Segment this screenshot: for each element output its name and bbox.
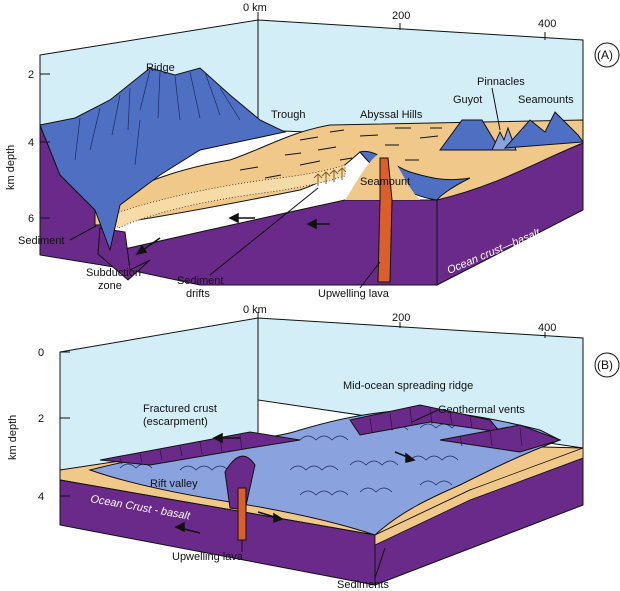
label-fractured-crust-2: (escarpment)	[143, 416, 208, 428]
panel-a-y-tick-4: 4	[28, 137, 34, 149]
panel-a-y-tick-2: 2	[28, 69, 34, 81]
panel-a-y-axis-title: km depth	[5, 145, 17, 190]
panel-b-escarpment-far	[439, 424, 562, 453]
panel-a-ridge-texture	[74, 69, 241, 166]
panel-b-x-tick-400: 400	[538, 322, 556, 334]
panel-a-label: (A)	[597, 48, 613, 62]
panel-b-x-tick-200: 200	[392, 312, 410, 324]
label-subduction-1: Subduction	[86, 267, 141, 279]
panel-b-sediment-strip-side	[374, 447, 584, 546]
panel-b-y-tick-4: 4	[38, 491, 44, 503]
label-sediment: Sediment	[18, 235, 64, 247]
panel-b: 0 km 200 400 0 2 4 km depth (B) Mid-ocea…	[7, 304, 620, 591]
panel-b-label: (B)	[597, 358, 613, 372]
label-upwelling-lava-b: Upwelling lava	[172, 551, 244, 563]
panel-b-motion-arrows	[174, 432, 416, 534]
panel-b-label-circle	[594, 352, 620, 378]
panel-a-label-circle	[594, 42, 620, 68]
panel-a-leader-lines	[69, 87, 501, 289]
panel-b-escarpment-left	[99, 431, 301, 466]
panel-a-lava-dyke	[377, 157, 393, 283]
label-trough: Trough	[271, 109, 305, 121]
panel-b-axes	[60, 312, 546, 497]
label-pinnacles: Pinnacles	[477, 76, 525, 88]
label-upwelling-lava-a: Upwelling lava	[318, 288, 390, 300]
label-abyssal-hills: Abyssal Hills	[360, 109, 423, 121]
label-fractured-crust-1: Fractured crust	[143, 403, 217, 415]
label-mid-ocean-ridge: Mid-ocean spreading ridge	[343, 380, 473, 392]
panel-a-ridge	[39, 67, 287, 252]
panel-a-sediment-drift-marks	[313, 167, 347, 186]
panel-b-rift-valley	[224, 455, 256, 511]
panel-a-x-tick-400: 400	[538, 18, 556, 30]
label-geothermal-vents: Geothermal vents	[438, 404, 525, 416]
panel-a: 0 km 200 400 2 4 6 km depth (A) Ridge Tr…	[5, 2, 620, 300]
panel-a-abyssal-hill-marks	[239, 127, 442, 179]
label-sediment-drifts-2: drifts	[186, 288, 210, 300]
panel-a-y-tick-6: 6	[28, 213, 34, 225]
panel-a-x-tick-0: 0 km	[243, 2, 267, 14]
label-seamounts: Seamounts	[518, 94, 574, 106]
label-ridge: Ridge	[146, 62, 175, 74]
panel-b-lava-dyke	[237, 487, 247, 541]
panel-b-leader-lines	[241, 409, 439, 579]
panel-a-guyot	[439, 119, 501, 151]
panel-b-y-tick-2: 2	[38, 413, 44, 425]
label-guyot: Guyot	[453, 94, 482, 106]
label-sediment-drifts-1: Sediment	[177, 275, 223, 287]
panel-b-y-tick-0: 0	[38, 347, 44, 359]
panel-a-axes	[40, 12, 546, 219]
panel-a-seamounts	[503, 111, 584, 149]
panel-a-x-tick-200: 200	[392, 10, 410, 22]
label-sediments: Sediments	[337, 579, 389, 591]
panel-a-motion-arrows	[135, 212, 330, 256]
label-subduction-2: zone	[98, 280, 122, 292]
panel-b-x-tick-0: 0 km	[243, 304, 267, 316]
label-seamount: Seamount	[360, 176, 410, 188]
label-rift-valley: Rift valley	[150, 478, 198, 490]
panel-b-y-axis-title: km depth	[7, 415, 19, 460]
